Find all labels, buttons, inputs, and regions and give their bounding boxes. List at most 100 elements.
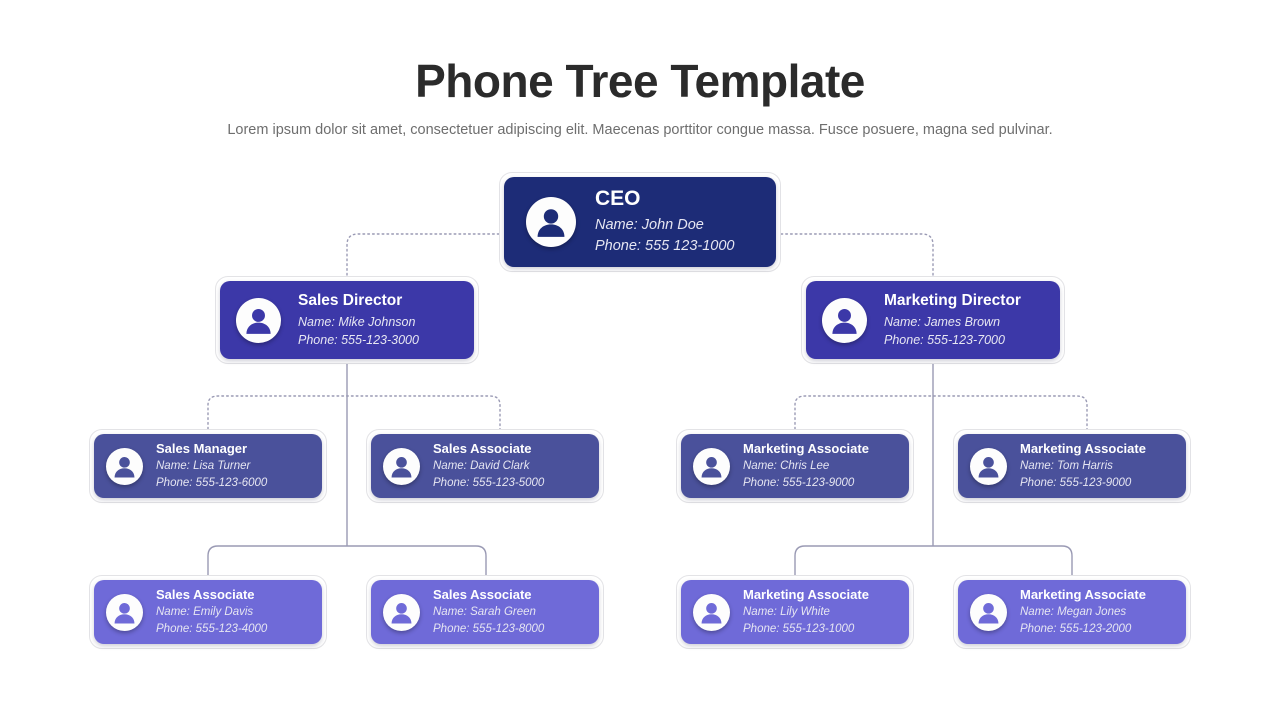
org-node-sales-manager[interactable]: Sales Manager Name: Lisa Turner Phone: 5… bbox=[89, 429, 327, 503]
node-name-line: Name: Lisa Turner bbox=[156, 458, 267, 475]
name-label: Name: bbox=[156, 459, 190, 472]
org-node-marketing-associate-megan[interactable]: Marketing Associate Name: Megan Jones Ph… bbox=[953, 575, 1191, 649]
org-node-marketing-associate-tom[interactable]: Marketing Associate Name: Tom Harris Pho… bbox=[953, 429, 1191, 503]
node-phone-value: 555-123-1000 bbox=[782, 622, 855, 635]
node-phone-line: Phone: 555-123-8000 bbox=[433, 621, 544, 638]
node-name-value: Megan Jones bbox=[1057, 605, 1127, 618]
person-icon bbox=[383, 447, 420, 485]
name-label: Name: bbox=[433, 605, 467, 618]
org-node-sales-director[interactable]: Sales Director Name: Mike Johnson Phone:… bbox=[215, 276, 479, 364]
node-phone-line: Phone: 555-123-4000 bbox=[156, 621, 267, 638]
connector-ceo-to-sales-director bbox=[346, 233, 500, 277]
node-name-value: Lily White bbox=[780, 605, 830, 618]
node-name-line: Name: Emily Davis bbox=[156, 604, 267, 621]
node-role: Marketing Associate bbox=[1020, 586, 1146, 602]
person-icon bbox=[383, 593, 420, 631]
person-icon bbox=[970, 447, 1007, 485]
connector-ceo-to-marketing-director bbox=[780, 233, 934, 277]
node-role: Sales Associate bbox=[433, 440, 532, 456]
node-phone-value: 555-123-9000 bbox=[1059, 476, 1132, 489]
node-name-value: Tom Harris bbox=[1057, 459, 1113, 472]
phone-label: Phone: bbox=[1020, 622, 1057, 635]
person-icon bbox=[526, 197, 576, 247]
node-role: Marketing Associate bbox=[743, 586, 869, 602]
phone-label: Phone: bbox=[884, 332, 924, 347]
node-name-line: Name: James Brown bbox=[884, 313, 1021, 331]
name-label: Name: bbox=[433, 459, 467, 472]
node-name-line: Name: Chris Lee bbox=[743, 458, 869, 475]
org-node-ceo[interactable]: CEO Name: John Doe Phone: 555 123-1000 bbox=[499, 172, 781, 272]
node-phone-value: 555-123-9000 bbox=[782, 476, 855, 489]
name-label: Name: bbox=[298, 314, 335, 329]
phone-label: Phone: bbox=[433, 622, 470, 635]
node-name-line: Name: Sarah Green bbox=[433, 604, 544, 621]
name-label: Name: bbox=[743, 605, 777, 618]
node-phone-line: Phone: 555-123-1000 bbox=[743, 621, 869, 638]
person-icon bbox=[236, 297, 281, 343]
node-phone-value: 555-123-3000 bbox=[341, 332, 419, 347]
connector-marketing-row3-bar bbox=[794, 395, 1088, 430]
name-label: Name: bbox=[884, 314, 921, 329]
phone-label: Phone: bbox=[595, 238, 641, 254]
node-role: Sales Associate bbox=[156, 586, 255, 602]
node-role: Marketing Associate bbox=[743, 440, 869, 456]
phone-label: Phone: bbox=[743, 476, 780, 489]
node-phone-line: Phone: 555-123-7000 bbox=[884, 331, 1021, 349]
connector-sales-row4-bar bbox=[207, 545, 487, 575]
node-phone-value: 555 123-1000 bbox=[645, 238, 735, 254]
node-name-value: Lisa Turner bbox=[193, 459, 251, 472]
name-label: Name: bbox=[743, 459, 777, 472]
name-label: Name: bbox=[156, 605, 190, 618]
node-name-line: Name: Mike Johnson bbox=[298, 313, 419, 331]
page-title: Phone Tree Template bbox=[415, 55, 865, 107]
node-role: Marketing Director bbox=[884, 291, 1021, 309]
node-phone-line: Phone: 555-123-9000 bbox=[743, 475, 869, 492]
name-label: Name: bbox=[595, 217, 638, 233]
node-phone-value: 555-123-7000 bbox=[927, 332, 1005, 347]
node-role: Sales Associate bbox=[433, 586, 532, 602]
node-name-value: James Brown bbox=[924, 314, 1001, 329]
node-name-value: David Clark bbox=[470, 459, 530, 472]
phone-label: Phone: bbox=[743, 622, 780, 635]
name-label: Name: bbox=[1020, 459, 1054, 472]
person-icon bbox=[693, 447, 730, 485]
node-name-line: Name: Lily White bbox=[743, 604, 869, 621]
node-name-line: Name: John Doe bbox=[595, 215, 735, 236]
node-name-line: Name: Megan Jones bbox=[1020, 604, 1146, 621]
node-phone-value: 555-123-5000 bbox=[472, 476, 545, 489]
node-name-value: Sarah Green bbox=[470, 605, 536, 618]
node-phone-line: Phone: 555-123-5000 bbox=[433, 475, 544, 492]
node-role: CEO bbox=[595, 187, 641, 210]
node-name-value: John Doe bbox=[641, 217, 704, 233]
node-phone-value: 555-123-4000 bbox=[195, 622, 268, 635]
person-icon bbox=[106, 447, 143, 485]
phone-label: Phone: bbox=[156, 622, 193, 635]
org-node-marketing-associate-chris[interactable]: Marketing Associate Name: Chris Lee Phon… bbox=[676, 429, 914, 503]
node-phone-line: Phone: 555 123-1000 bbox=[595, 236, 735, 257]
org-node-marketing-director[interactable]: Marketing Director Name: James Brown Pho… bbox=[801, 276, 1065, 364]
page-subtitle: Lorem ipsum dolor sit amet, consectetuer… bbox=[227, 122, 1053, 138]
node-name-line: Name: Tom Harris bbox=[1020, 458, 1146, 475]
person-icon bbox=[822, 297, 867, 343]
node-name-value: Emily Davis bbox=[193, 605, 254, 618]
org-node-sales-associate-sarah[interactable]: Sales Associate Name: Sarah Green Phone:… bbox=[366, 575, 604, 649]
phone-label: Phone: bbox=[156, 476, 193, 489]
org-node-sales-associate-david[interactable]: Sales Associate Name: David Clark Phone:… bbox=[366, 429, 604, 503]
org-node-sales-associate-emily[interactable]: Sales Associate Name: Emily Davis Phone:… bbox=[89, 575, 327, 649]
person-icon bbox=[970, 593, 1007, 631]
node-role: Sales Manager bbox=[156, 440, 248, 456]
node-name-value: Mike Johnson bbox=[338, 314, 416, 329]
name-label: Name: bbox=[1020, 605, 1054, 618]
node-phone-value: 555-123-6000 bbox=[195, 476, 268, 489]
connector-marketing-row4-bar bbox=[794, 545, 1073, 575]
node-phone-value: 555-123-8000 bbox=[472, 622, 545, 635]
node-phone-line: Phone: 555-123-3000 bbox=[298, 331, 419, 349]
node-phone-line: Phone: 555-123-9000 bbox=[1020, 475, 1146, 492]
node-role: Marketing Associate bbox=[1020, 440, 1146, 456]
node-phone-line: Phone: 555-123-6000 bbox=[156, 475, 267, 492]
person-icon bbox=[106, 593, 143, 631]
node-phone-value: 555-123-2000 bbox=[1059, 622, 1132, 635]
connector-sales-row3-bar bbox=[207, 395, 501, 430]
org-node-marketing-associate-lily[interactable]: Marketing Associate Name: Lily White Pho… bbox=[676, 575, 914, 649]
